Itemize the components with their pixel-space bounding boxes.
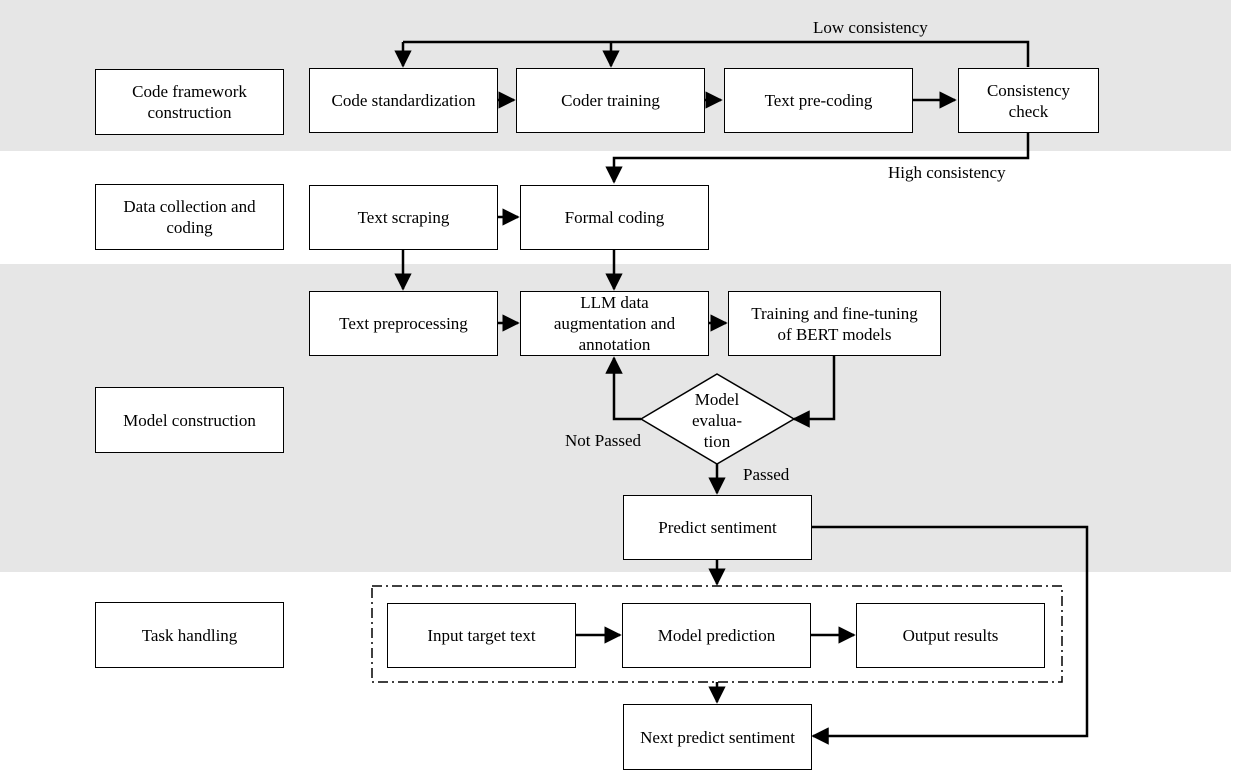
stage-code-framework: Code framework construction (95, 69, 284, 135)
output-results-node: Output results (856, 603, 1045, 668)
next-predict-sentiment-node: Next predict sentiment (623, 704, 812, 770)
passed-label: Passed (743, 465, 790, 484)
predict-sentiment-node: Predict sentiment (623, 495, 812, 560)
high-consistency-label: High consistency (888, 163, 1006, 182)
stage-data-collection: Data collection and coding (95, 184, 284, 250)
not-passed-label: Not Passed (565, 431, 642, 450)
llm-augmentation-node: LLM data augmentation and annotation (520, 291, 709, 356)
text-scraping-node: Text scraping (309, 185, 498, 250)
text-preprocessing-node: Text preprocessing (309, 291, 498, 356)
bert-training-node: Training and fine-tuning of BERT models (728, 291, 941, 356)
arrow-high-consistency (605, 132, 1030, 184)
consistency-check-node: Consistency check (958, 68, 1099, 133)
low-consistency-label: Low consistency (813, 18, 928, 37)
coder-training-node: Coder training (516, 68, 705, 133)
model-evaluation-diamond (639, 373, 796, 465)
task-group-frame (371, 585, 1063, 683)
text-precoding-node: Text pre-coding (724, 68, 913, 133)
input-target-text-node: Input target text (387, 603, 576, 668)
loop-low-consistency (403, 40, 1030, 67)
arrow-bert-to-evaluation (792, 356, 836, 428)
code-standardization-node: Code standardization (309, 68, 498, 133)
stage-task-handling: Task handling (95, 602, 284, 668)
model-evaluation-label: Model evalua- tion (691, 390, 743, 451)
stage-model-construction: Model construction (95, 387, 284, 453)
model-prediction-node: Model prediction (622, 603, 811, 668)
formal-coding-node: Formal coding (520, 185, 709, 250)
arrow-not-passed (605, 356, 641, 421)
arrow-predict-to-next (811, 525, 1089, 745)
